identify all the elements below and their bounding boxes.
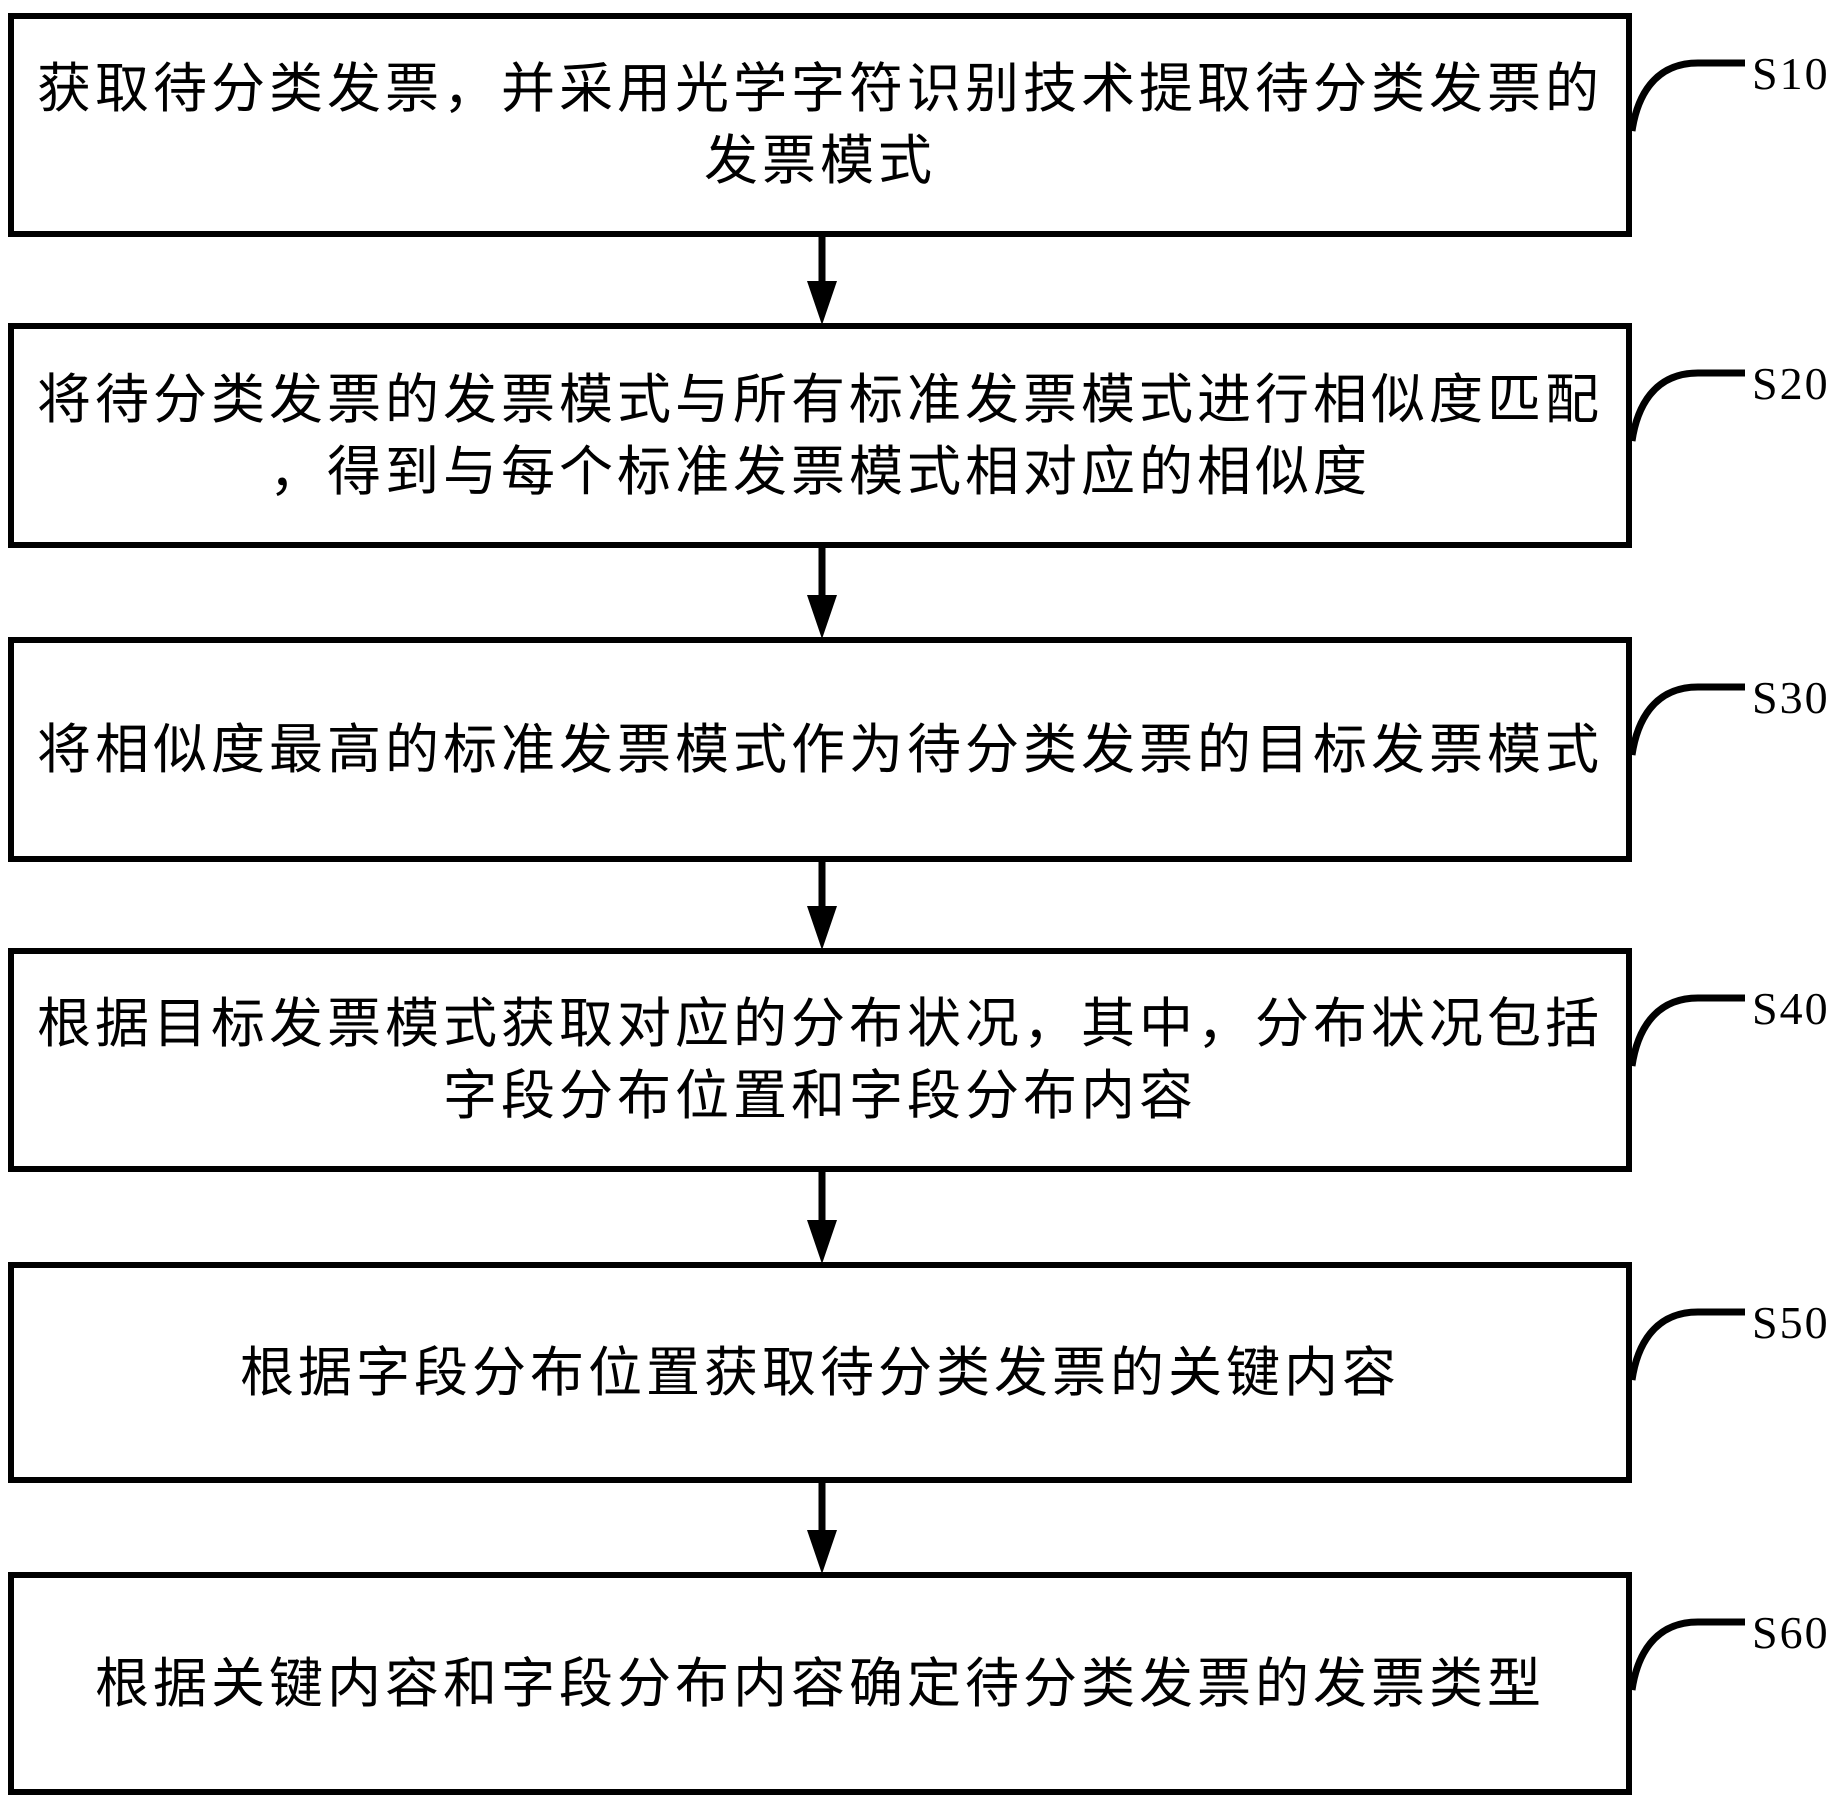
step-text-line: 字段分布位置和字段分布内容 [443,1066,1197,1126]
leader-line-s50 [1628,1308,1745,1381]
step-box-s20: 将待分类发票的发票模式与所有标准发票模式进行相似度匹配 ，得到与每个标准发票模式… [8,323,1632,548]
leader-lines [1628,59,1745,1691]
leader-line-s40 [1628,994,1745,1067]
leader-line-s10 [1628,59,1745,132]
step-box-s50: 根据字段分布位置获取待分类发票的关键内容 [8,1262,1632,1483]
leader-line-s20 [1628,369,1745,442]
down-arrowhead-icon [807,1530,837,1574]
step-label-s30: S30 [1752,672,1830,723]
down-arrowhead-icon [807,595,837,639]
down-arrowhead-icon [807,906,837,950]
step-text-line: 获取待分类发票，并采用光学字符识别技术提取待分类发票的 [37,59,1603,119]
step-box-s40: 根据目标发票模式获取对应的分布状况，其中，分布状况包括 字段分布位置和字段分布内… [8,948,1632,1172]
step-text-line: 根据目标发票模式获取对应的分布状况，其中，分布状况包括 [37,994,1603,1054]
leader-line-s30 [1628,683,1745,756]
step-label-s60: S60 [1752,1607,1830,1658]
down-arrowhead-icon [807,281,837,325]
step-box-s10: 获取待分类发票，并采用光学字符识别技术提取待分类发票的 发票模式 [8,13,1632,237]
step-text-line: ，得到与每个标准发票模式相对应的相似度 [269,441,1371,502]
step-box-s60: 根据关键内容和字段分布内容确定待分类发票的发票类型 [8,1572,1632,1795]
step-text-line: 发票模式 [704,131,936,191]
step-box-s30: 将相似度最高的标准发票模式作为待分类发票的目标发票模式 [8,637,1632,862]
leader-line-s60 [1628,1618,1745,1691]
step-text-line: 根据字段分布位置获取待分类发票的关键内容 [240,1342,1400,1403]
step-label-s50: S50 [1752,1297,1830,1348]
step-text-line: 将相似度最高的标准发票模式作为待分类发票的目标发票模式 [37,719,1603,780]
step-label-s20: S20 [1752,358,1830,409]
step-label-s40: S40 [1752,983,1830,1034]
step-text-line: 根据关键内容和字段分布内容确定待分类发票的发票类型 [95,1653,1545,1714]
step-text-line: 将待分类发票的发票模式与所有标准发票模式进行相似度匹配 [37,369,1603,430]
step-label-s10: S10 [1752,48,1830,99]
down-arrowhead-icon [807,1220,837,1264]
